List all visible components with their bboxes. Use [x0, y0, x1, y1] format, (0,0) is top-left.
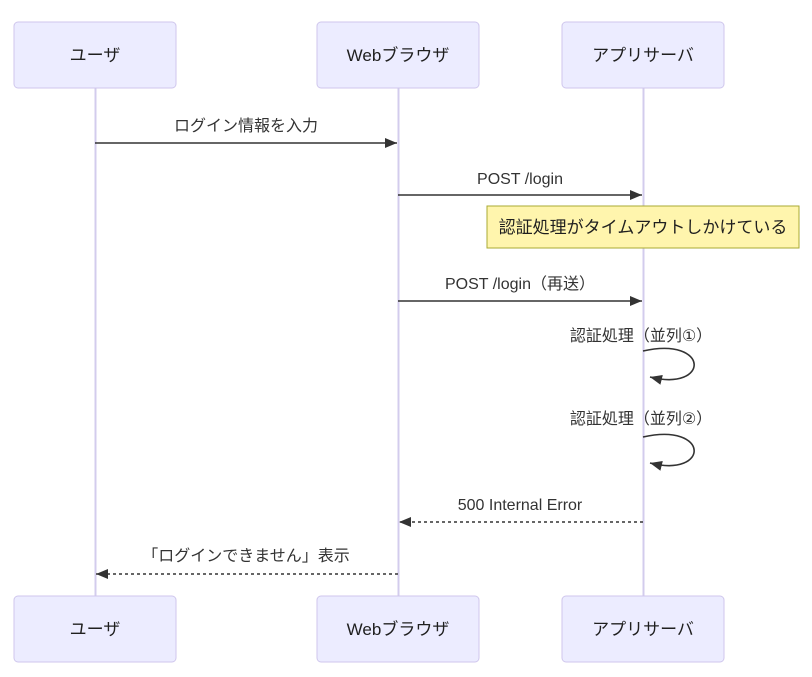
actor-box — [561, 21, 725, 89]
actor-box — [13, 21, 177, 89]
message-post-login: POST /login — [398, 171, 642, 200]
message-500-internal-error: 500 Internal Error — [399, 497, 643, 527]
actor-label-web-browser: Webブラウザ — [347, 45, 450, 65]
actor-user-top: ユーザ — [13, 21, 177, 89]
self-loop-arrow — [642, 433, 695, 471]
actor-label-user: ユーザ — [70, 620, 121, 639]
message-label: POST /login — [477, 171, 563, 188]
message-label: 500 Internal Error — [458, 497, 583, 514]
self-loop-arrow — [642, 347, 695, 385]
actor-label-web-browser: Webブラウザ — [347, 619, 450, 639]
message-label: 認証処理（並列②） — [570, 410, 712, 428]
actor-web-browser-bottom: Webブラウザ — [316, 595, 480, 663]
actor-box — [561, 595, 725, 663]
actor-label-app-server: アプリサーバ — [592, 46, 694, 65]
actor-label-user: ユーザ — [70, 46, 121, 65]
actor-web-browser-top: Webブラウザ — [316, 21, 480, 89]
actor-box — [316, 595, 480, 663]
message-label: ログイン情報を入力 — [174, 117, 318, 135]
note-timeout: 認証処理がタイムアウトしかけている — [486, 205, 800, 249]
message-login-input: ログイン情報を入力 — [95, 117, 397, 148]
note-label: 認証処理がタイムアウトしかけている — [499, 218, 788, 237]
actor-box — [13, 595, 177, 663]
actor-user-bottom: ユーザ — [13, 595, 177, 663]
message-post-login-resend: POST /login（再送） — [398, 275, 642, 306]
actor-app-server-top: アプリサーバ — [561, 21, 725, 89]
message-label: POST /login（再送） — [445, 275, 595, 293]
message-label: 「ログインできません」表示 — [142, 547, 350, 565]
actor-box — [316, 21, 480, 89]
actor-label-app-server: アプリサーバ — [592, 620, 694, 639]
message-label: 認証処理（並列①） — [570, 327, 712, 345]
note-box — [486, 205, 800, 249]
actor-app-server-bottom: アプリサーバ — [561, 595, 725, 663]
self-message-auth-parallel-1: 認証処理（並列①） — [570, 327, 712, 385]
message-login-failed-display: 「ログインできません」表示 — [96, 547, 398, 579]
self-message-auth-parallel-2: 認証処理（並列②） — [570, 410, 712, 471]
